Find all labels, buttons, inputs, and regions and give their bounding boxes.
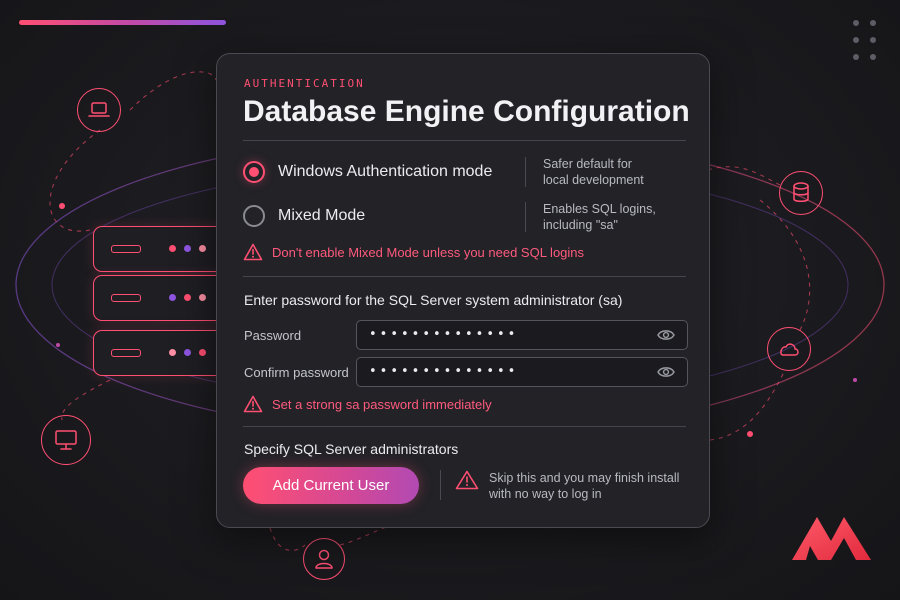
divider bbox=[525, 157, 526, 187]
add-current-user-button[interactable]: Add Current User bbox=[243, 467, 419, 504]
section-eyebrow: AUTHENTICATION bbox=[244, 77, 365, 90]
database-icon bbox=[779, 171, 823, 215]
monitor-icon bbox=[41, 415, 91, 465]
logo-mark bbox=[792, 517, 871, 560]
password-label: Password bbox=[244, 328, 302, 343]
divider bbox=[243, 276, 686, 277]
password-warning: Set a strong sa password immediately bbox=[243, 395, 492, 413]
administrators-heading: Specify SQL Server administrators bbox=[244, 441, 459, 457]
password-field[interactable]: •••••••••••••• bbox=[356, 320, 688, 350]
radio-label-mixed-mode: Mixed Mode bbox=[278, 207, 366, 224]
warning-icon bbox=[455, 470, 479, 490]
eye-icon[interactable] bbox=[657, 365, 675, 379]
server-unit-top bbox=[93, 226, 230, 272]
divider bbox=[525, 202, 526, 232]
divider bbox=[243, 140, 686, 141]
accent-bar bbox=[19, 20, 226, 25]
user-icon bbox=[303, 538, 345, 580]
confirm-password-field[interactable]: •••••••••••••• bbox=[356, 357, 688, 387]
divider bbox=[440, 470, 441, 500]
sa-password-heading: Enter password for the SQL Server system… bbox=[244, 292, 623, 308]
radio-button-selected[interactable] bbox=[243, 161, 265, 183]
warning-icon bbox=[243, 395, 263, 413]
radio-mixed-mode[interactable]: Mixed Mode bbox=[243, 203, 365, 229]
server-unit-bottom bbox=[93, 330, 230, 376]
config-card: AUTHENTICATION Database Engine Configura… bbox=[216, 53, 710, 528]
page-title: Database Engine Configuration bbox=[243, 95, 690, 128]
password-value: •••••••••••••• bbox=[369, 327, 519, 342]
radio-button-unselected[interactable] bbox=[243, 205, 265, 227]
mixed-mode-warning-text: Don't enable Mixed Mode unless you need … bbox=[272, 244, 585, 260]
server-unit-middle bbox=[93, 275, 230, 321]
cloud-icon bbox=[767, 327, 811, 371]
skip-admin-warning-text: Skip this and you may finish install wit… bbox=[489, 471, 680, 501]
warning-icon bbox=[243, 243, 263, 261]
skip-admin-warning: Skip this and you may finish install wit… bbox=[455, 470, 689, 502]
divider bbox=[243, 426, 686, 427]
mixed-mode-warning: Don't enable Mixed Mode unless you need … bbox=[243, 243, 584, 261]
windows-auth-note: Safer default for local development bbox=[543, 157, 644, 187]
confirm-password-value: •••••••••••••• bbox=[369, 364, 519, 379]
laptop-icon bbox=[77, 88, 121, 132]
radio-windows-auth[interactable]: Windows Authentication mode bbox=[243, 159, 492, 185]
eye-icon[interactable] bbox=[657, 328, 675, 342]
mixed-mode-note: Enables SQL logins, including "sa" bbox=[543, 202, 656, 232]
confirm-password-label: Confirm password bbox=[244, 365, 349, 380]
dot-grid-icon bbox=[853, 20, 879, 60]
password-warning-text: Set a strong sa password immediately bbox=[272, 396, 492, 412]
radio-label-windows-auth: Windows Authentication mode bbox=[278, 163, 493, 180]
